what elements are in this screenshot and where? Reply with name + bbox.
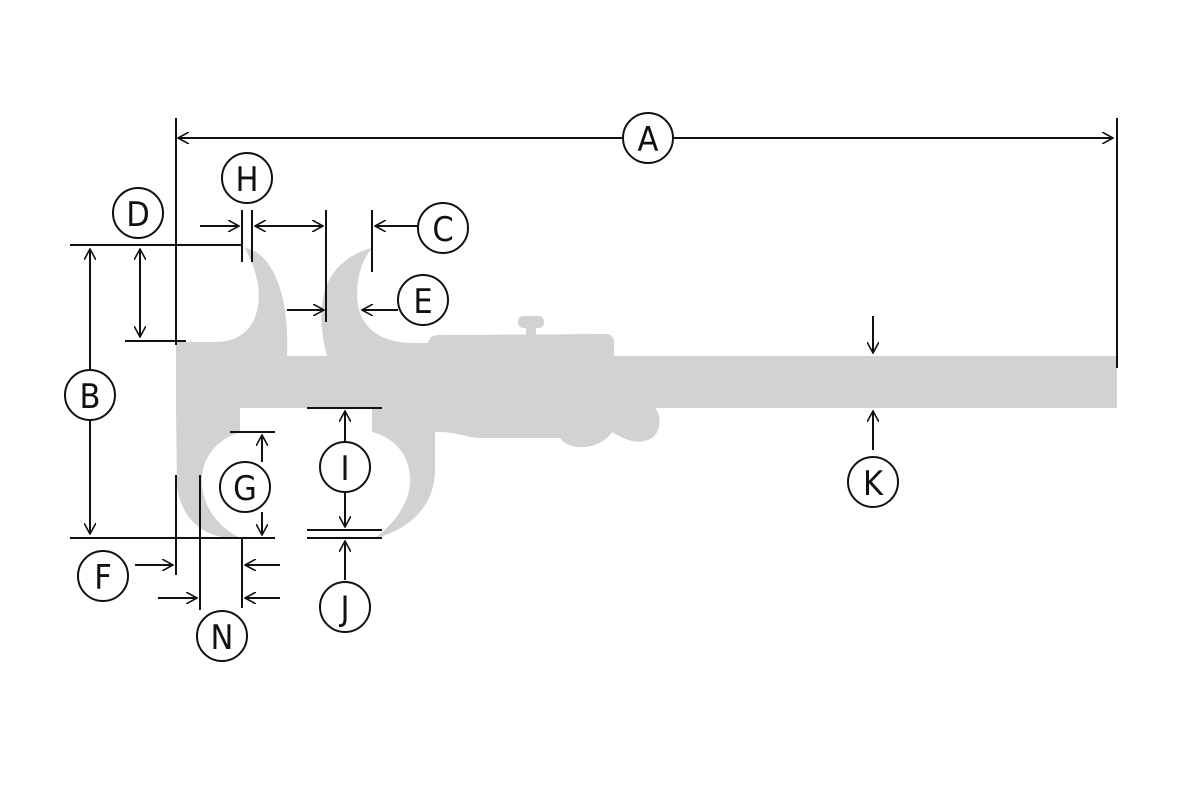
moving-upper-jaw [321,248,430,356]
slider-knob-stem [526,326,536,336]
label-G-text: G [233,469,257,509]
label-N-text: N [211,618,234,658]
label-K: K [847,456,899,508]
label-A: A [622,112,674,164]
caliper-silhouette [176,248,1117,539]
label-F: F [77,550,129,602]
slider-body [428,334,614,356]
fixed-upper-jaw [176,248,288,356]
label-K-text: K [863,464,884,504]
label-G: G [219,461,271,513]
label-E-text: E [413,282,432,322]
label-E: E [397,274,449,326]
label-C: C [417,202,469,254]
label-B-text: B [80,377,101,417]
label-A-text: A [638,120,659,160]
label-H: H [221,152,273,204]
label-F-text: F [94,558,112,598]
label-N: N [196,610,248,662]
label-J: J [319,581,371,633]
fixed-lower-jaw [176,408,240,539]
label-J-text: J [338,589,349,629]
label-D: D [112,187,164,239]
label-D-text: D [126,195,150,235]
label-I: I [319,441,371,493]
dimension-lines [70,118,1118,610]
label-I-text: I [340,449,349,489]
label-H-text: H [235,160,258,200]
moving-lower-jaw [372,408,660,538]
slider-knob [518,316,544,328]
label-C-text: C [432,210,453,250]
caliper-beam [176,356,1117,408]
label-B: B [64,369,116,421]
